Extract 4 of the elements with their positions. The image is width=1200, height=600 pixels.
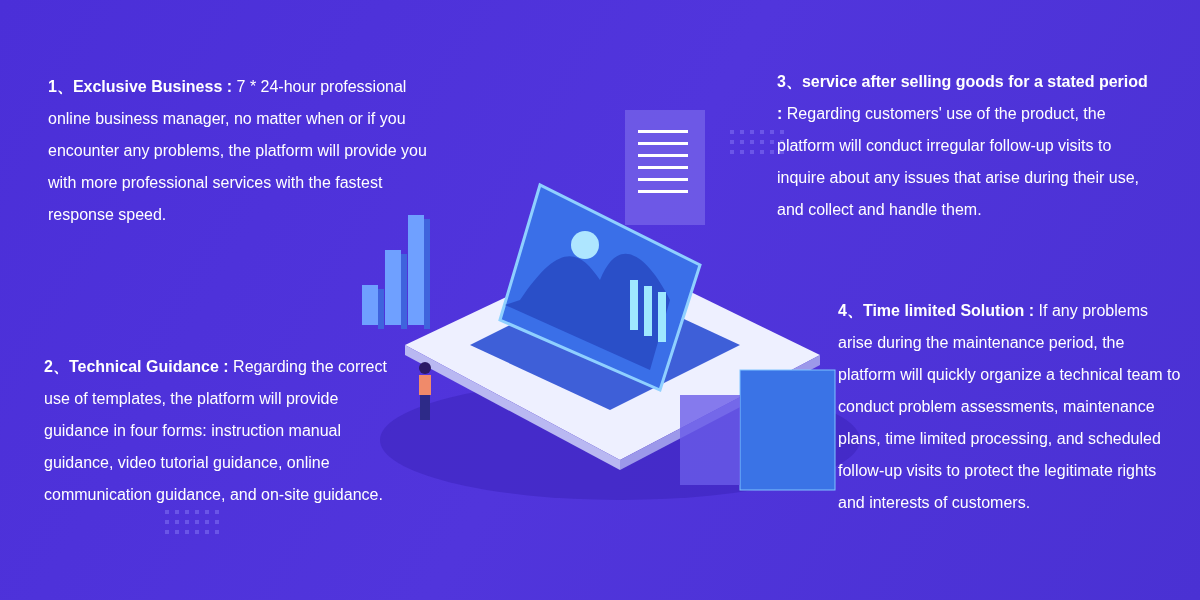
description-paragraph: 4、Time limited Solution : If any problems arise during the maintenance period, the platform will quickly organize a technical team to conduct problem assessments, maintenance plans, time limited processing, and scheduled follow-up visits to protect the legitimate rights and interests of customers. <box>838 301 1182 513</box>
description-paragraph: 1、Exclusive Business : 7 * 24-hour professional online business manager, no matter when or if you encounter any problems, the platform will provide you with more professional services with the fastest response speed. <box>48 77 428 225</box>
description-paragraph: 2、Technical Guidance : Regarding the correct use of templates, the platform will provide guidance in four forms: instruction manual guidance, video tutorial guidance, online communication guidance, and on-site guidance. <box>44 357 388 505</box>
description-paragraph: 3、service after selling goods for a stated period : Regarding customers' use of the product, the platform will conduct irregular follow-up visits to inquire about any issues that arise during their use, and collect and handle them. <box>777 72 1149 220</box>
